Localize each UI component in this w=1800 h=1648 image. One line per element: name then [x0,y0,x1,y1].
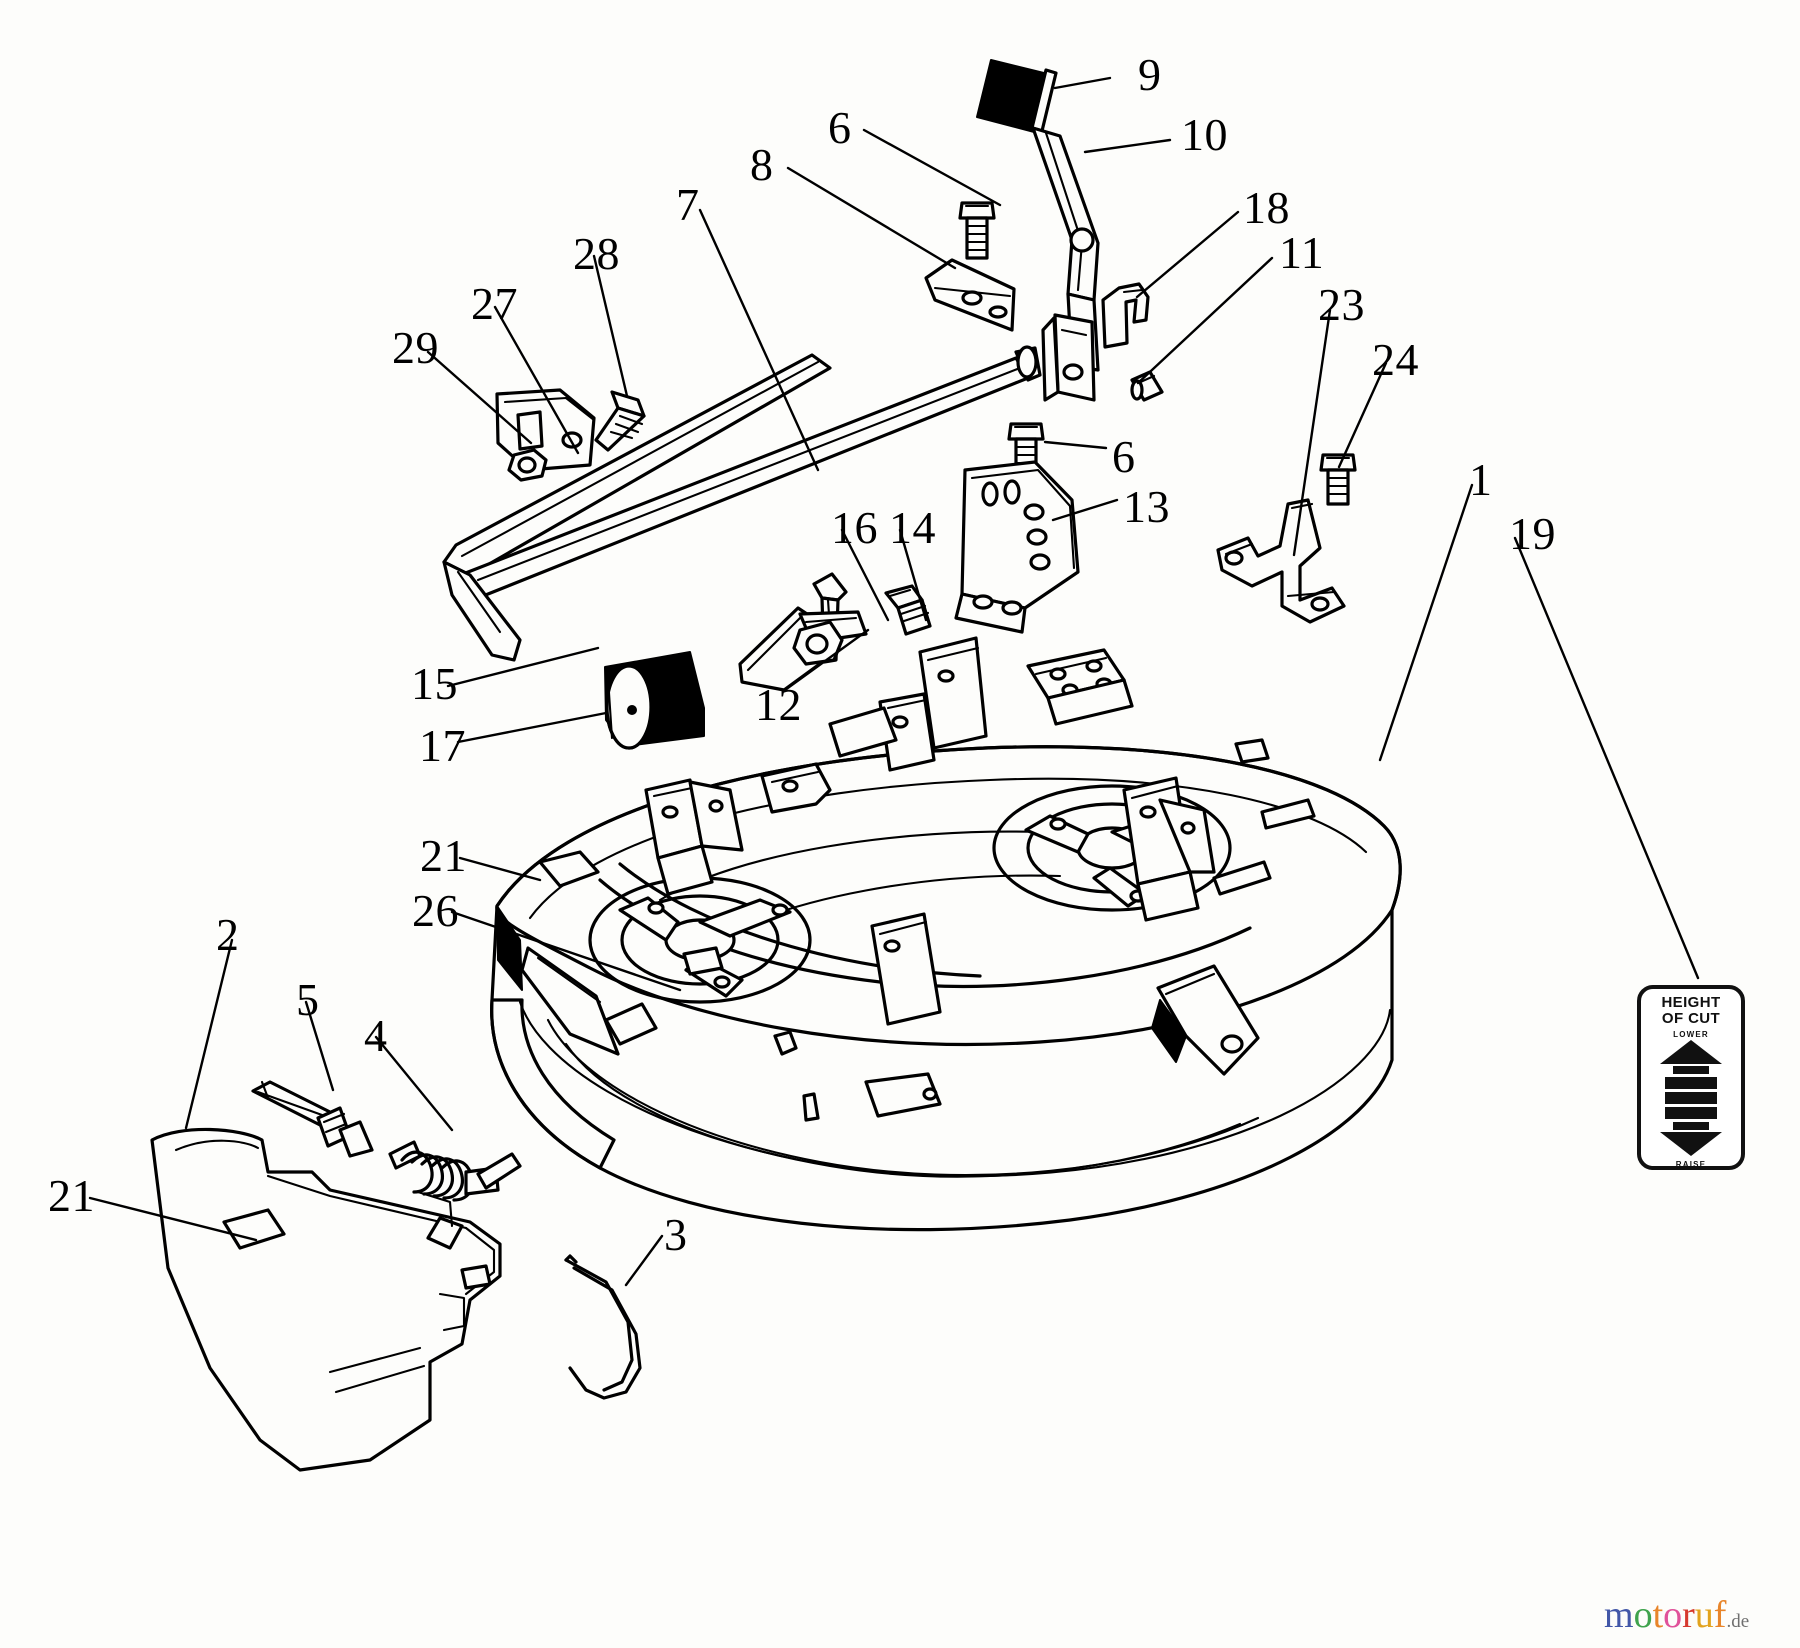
callout-number-26: 26 [412,885,459,936]
watermark-letter: u [1694,1594,1714,1636]
watermark-tld: .de [1726,1611,1750,1632]
leader-line-6 [1043,440,1108,450]
leader-line-27 [493,305,580,455]
callout-number-23: 23 [1318,279,1365,330]
callout-number-8: 8 [750,139,774,190]
decal-indicator-stack [1641,1039,1741,1157]
arrow-up-stem [1673,1065,1709,1074]
callout-number-1: 1 [1469,454,1493,505]
decal-lower-label: LOWER [1673,1029,1709,1039]
callout-number-10: 10 [1181,109,1228,160]
callout-number-13: 13 [1123,481,1170,532]
leader-line-16 [840,528,890,622]
decal-title-line1: HEIGHT [1661,994,1721,1011]
cut-height-bar [1665,1106,1717,1119]
callout-number-15: 15 [411,658,458,709]
watermark-letter: t [1652,1594,1664,1636]
leader-line-3 [624,1234,664,1287]
leader-line-19 [1513,536,1700,980]
watermark-letter: f [1713,1594,1727,1636]
callout-number-14: 14 [889,502,936,553]
callout-number-7: 7 [676,179,700,230]
leader-line-7 [698,208,820,472]
watermark-letter: m [1604,1594,1634,1636]
leader-line-29 [426,350,533,445]
callout-number-21: 21 [420,830,467,881]
leader-line-4 [374,1035,454,1132]
cut-height-bar [1665,1076,1717,1089]
callout-number-21: 21 [48,1170,95,1221]
callout-number-9: 9 [1138,49,1162,100]
leader-line-23 [1292,308,1332,557]
watermark-letter: o [1663,1594,1683,1636]
leader-line-5 [304,1000,335,1092]
callout-number-19: 19 [1509,508,1556,559]
callout-number-28: 28 [573,228,620,279]
callout-number-12: 12 [755,679,802,730]
callout-number-2: 2 [216,909,240,960]
callout-number-11: 11 [1279,227,1325,278]
callout-number-16: 16 [831,502,878,553]
leader-line-9 [1053,76,1112,90]
callout-number-5: 5 [296,974,320,1025]
decal-raise-label: RAISE [1675,1159,1707,1169]
arrow-up-icon [1660,1039,1722,1064]
leader-line-24 [1337,361,1388,469]
watermark-letter: r [1682,1594,1695,1636]
callout-number-18: 18 [1243,182,1290,233]
callout-number-17: 17 [419,720,466,771]
arrow-down-stem [1673,1121,1709,1130]
cut-height-bar [1665,1091,1717,1104]
watermark-letter: o [1633,1594,1653,1636]
decal-title-line2: OF CUT [1661,1009,1721,1027]
leader-line-21 [88,1196,258,1242]
callout-number-29: 29 [392,322,439,373]
arrow-down-icon [1660,1131,1722,1156]
leader-line-13 [1051,498,1119,522]
leader-line-8 [786,166,957,270]
leader-line-18 [1135,210,1240,299]
callout-number-3: 3 [664,1209,688,1260]
callout-number-6: 6 [828,102,852,153]
leader-line-1 [1378,483,1474,762]
leader-line-15 [446,646,600,688]
leader-line-6 [862,128,1002,207]
leader-line-28 [592,254,629,398]
leader-line-17 [456,711,608,744]
leader-line-10 [1083,138,1172,154]
leader-line-12 [783,628,870,692]
leader-line-14 [898,528,928,622]
leader-line-11 [1136,256,1274,385]
leader-line-21 [458,856,542,882]
callout-number-27: 27 [471,278,518,329]
callout-number-6: 6 [1112,431,1136,482]
height-of-cut-decal: HEIGHT OF CUT LOWER RAISE [1637,985,1745,1170]
motoruf-watermark: motoruf.de [1604,1596,1749,1634]
callout-number-24: 24 [1372,334,1419,385]
leader-line-26 [450,910,682,992]
leader-line-2 [184,938,234,1130]
callout-number-4: 4 [364,1010,388,1061]
